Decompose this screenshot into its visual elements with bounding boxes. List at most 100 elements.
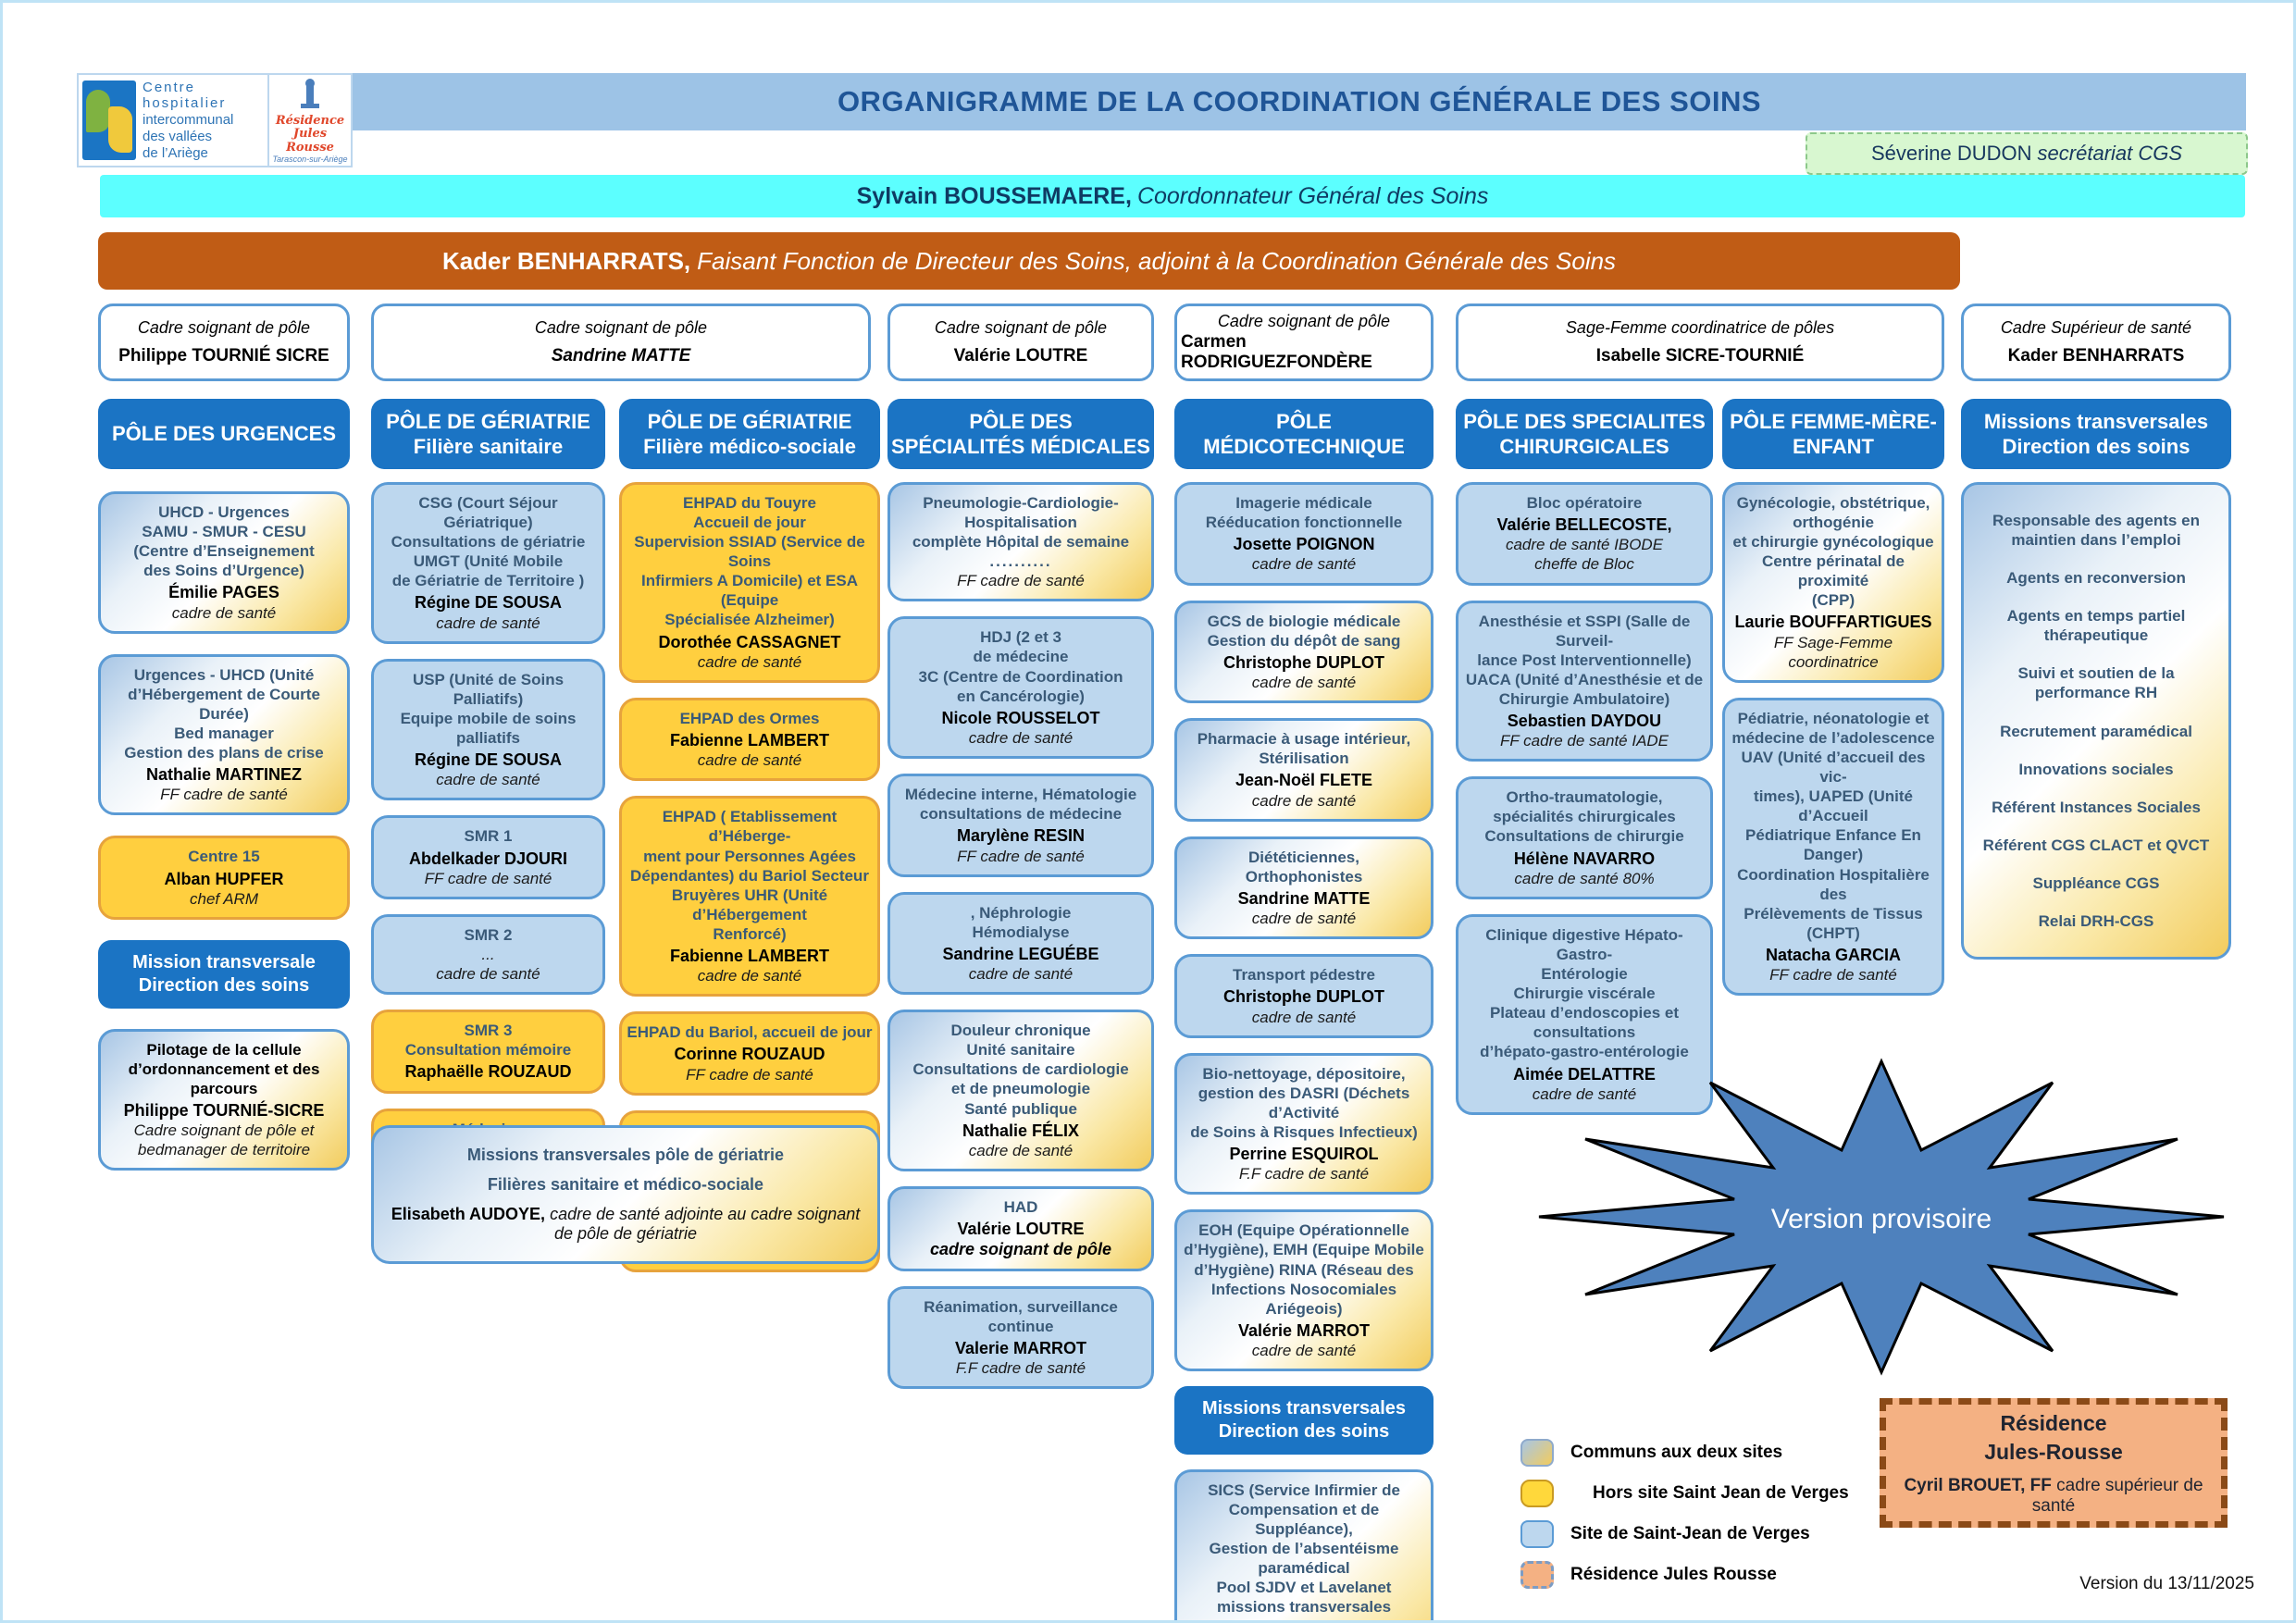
org-box-line: chef ARM bbox=[189, 889, 258, 908]
org-box-line: Centre périnatal de proximité bbox=[1762, 552, 1905, 590]
legend-label: Communs aux deux sites bbox=[1570, 1443, 1783, 1462]
org-box-line: Philippe TOURNIÉ-SICRE bbox=[123, 1100, 325, 1120]
secretariat-name: Séverine DUDON bbox=[1870, 142, 2032, 165]
org-box-line: Abdelkader DJOURI bbox=[408, 849, 568, 868]
pole-header-line: PÔLE DE GÉRIATRIE bbox=[647, 409, 852, 433]
org-box-line: Plateau d’endoscopies et consultations bbox=[1489, 1004, 1680, 1042]
org-box-line: Equipe mobile de soins palliatifs bbox=[400, 709, 577, 748]
org-box-line: d’Hygiène), EMH (Equipe Mobile bbox=[1184, 1241, 1424, 1259]
org-box: USP (Unité de Soins Palliatifs)Equipe mo… bbox=[371, 658, 605, 801]
org-box-line: cadre de santé bbox=[968, 729, 1074, 748]
org-box-line: Gestion des plans de crise bbox=[124, 744, 324, 762]
org-box-line: EHPAD du Bariol, accueil de jour bbox=[627, 1023, 873, 1042]
org-box-line: Jean-Noël FLETE bbox=[1235, 771, 1373, 790]
org-box-line: cadre de santé bbox=[1251, 1008, 1357, 1026]
org-box-line: Christophe DUPLOT bbox=[1223, 652, 1384, 672]
pole-header-line: PÔLE DES SPECIALITES bbox=[1463, 409, 1706, 433]
org-box-line: FF cadre de santé bbox=[1769, 966, 1897, 985]
org-box-line: CSG (Court Séjour Gériatrique) bbox=[418, 494, 558, 532]
org-box-line: Consultations de gériatrie bbox=[391, 533, 586, 551]
org-box-line: en Cancérologie) bbox=[957, 687, 1085, 705]
version-star: Version provisoire bbox=[1530, 1058, 2233, 1381]
org-box-line: Consultation mémoire bbox=[404, 1041, 572, 1059]
legend-item: Site de Saint-Jean de Verges bbox=[1520, 1520, 1810, 1548]
cadre-label: Cadre soignant de pôle bbox=[1217, 311, 1391, 330]
org-box: EHPAD ( Etablissement d’Héberge-ment pou… bbox=[619, 796, 880, 997]
org-box-line: Urgences - UHCD (Unité bbox=[133, 665, 315, 684]
pole-header-line: PÔLE MÉDICOTECHNIQUE bbox=[1203, 409, 1405, 459]
org-box-line: Émilie PAGES bbox=[168, 583, 279, 602]
org-box-line: FF cadre de santé bbox=[686, 1065, 813, 1084]
org-box-line: gestion des DASRI (Déchets d’Activité bbox=[1198, 1084, 1410, 1121]
page-title-text: ORGANIGRAMME DE LA COORDINATION GÉNÉRALE… bbox=[837, 85, 1762, 118]
org-box-line: Référent CGS CLACT et QVCT bbox=[1982, 836, 2210, 854]
column-2: CSG (Court Séjour Gériatrique)Consultati… bbox=[371, 482, 605, 1226]
geriatrie-missions-person: Elisabeth AUDOYE, cadre de santé adjoint… bbox=[381, 1205, 870, 1244]
org-box-line: Anesthésie et SSPI (Salle de Surveil- bbox=[1478, 612, 1691, 650]
org-box-line: Infirmiers A Domicile) et ESA (Equipe bbox=[641, 572, 858, 610]
org-box-line: Fabienne LAMBERT bbox=[669, 946, 829, 965]
org-box-line: times), UAPED (Unité d’Accueil bbox=[1754, 787, 1913, 825]
adjoint-bar: Kader BENHARRATS, Faisant Fonction de Di… bbox=[98, 232, 1960, 290]
cadre-label: Cadre soignant de pôle bbox=[534, 318, 708, 337]
org-box-line: d’Hygiène) RINA (Réseau des bbox=[1194, 1260, 1414, 1279]
cadre-name: Isabelle SICRE-TOURNIÉ bbox=[1595, 346, 1805, 365]
org-box-line: GCS de biologie médicale bbox=[1207, 612, 1401, 630]
legend-swatch-icon bbox=[1520, 1439, 1554, 1467]
org-box-line: cheffe de Bloc bbox=[1534, 555, 1634, 574]
org-box-line: cadre de santé bbox=[1251, 674, 1357, 692]
org-box-line: missions transversales bbox=[1216, 1598, 1392, 1617]
legend-item: Hors site Saint Jean de Verges bbox=[1520, 1480, 1849, 1507]
cadre-name: Philippe TOURNIÉ SICRE bbox=[118, 346, 329, 365]
org-box-line: Sandrine MATTE bbox=[1237, 888, 1371, 908]
geriatrie-missions-role: cadre de santé adjointe au cadre soignan… bbox=[545, 1205, 861, 1243]
org-box-line: cadre de santé bbox=[1251, 1342, 1357, 1360]
org-box-line: Chirurgie Ambulatoire) bbox=[1498, 689, 1670, 708]
org-box-line: Coordination Hospitalière des bbox=[1737, 865, 1930, 903]
org-box-line: USP (Unité de Soins Palliatifs) bbox=[412, 670, 565, 708]
pole-header-line: PÔLE FEMME-MÈRE-ENFANT bbox=[1730, 409, 1937, 459]
logo-line: des vallées bbox=[143, 128, 213, 144]
org-box-line: Clinique digestive Hépato-Gastro- bbox=[1485, 925, 1683, 964]
org-box-line: Marylène RESIN bbox=[956, 826, 1086, 846]
org-box: Ortho-traumatologie,spécialités chirurgi… bbox=[1456, 776, 1713, 899]
org-box-line: complète Hôpital de semaine bbox=[912, 533, 1130, 551]
org-box-line: FF cadre de santé bbox=[424, 869, 552, 887]
org-box-line: Pharmacie à usage intérieur, bbox=[1197, 730, 1411, 749]
org-box-line: HDJ (2 et 3 bbox=[980, 628, 1061, 647]
org-box-line: FF Sage-Femme coordinatrice bbox=[1773, 633, 1893, 671]
org-box-line: UACA (Unité d’Anesthésie et de bbox=[1465, 670, 1704, 688]
org-box-line: de médecine bbox=[973, 648, 1069, 666]
org-box-line: Responsable des agents en maintien dans … bbox=[1992, 512, 2200, 550]
secretariat-box: Séverine DUDON secrétariat CGS bbox=[1806, 132, 2248, 175]
org-box-line: cadre de santé bbox=[968, 965, 1074, 984]
org-box-line: Gestion du dépôt de sang bbox=[1207, 631, 1401, 650]
legend-label: Site de Saint-Jean de Verges bbox=[1570, 1524, 1810, 1543]
org-box-line: Agents en temps partiel thérapeutique bbox=[2006, 607, 2186, 645]
org-box-line: Gestion de l’absentéisme bbox=[1209, 1539, 1399, 1557]
org-box-line: cadre soignant de pôle bbox=[929, 1240, 1112, 1259]
org-box-line: Relai DRH-CGS bbox=[2038, 911, 2154, 930]
tower-icon bbox=[301, 79, 319, 108]
cadre-label: Cadre Supérieur de santé bbox=[2000, 318, 2192, 337]
org-box-line: EHPAD ( Etablissement d’Héberge- bbox=[662, 808, 838, 846]
pole-header-line: PÔLE DE GÉRIATRIE bbox=[386, 409, 590, 433]
org-box-line: cadre de santé bbox=[436, 613, 540, 632]
org-box-line: cadre de santé bbox=[697, 967, 802, 985]
org-box-line: Bio-nettoyage, dépositoire, bbox=[1202, 1064, 1406, 1083]
logo-line: intercommunal bbox=[143, 112, 234, 129]
version-text: Version du 13/11/2025 bbox=[2079, 1574, 2254, 1593]
org-box-line: Dépendantes) du Bariol Secteur bbox=[630, 866, 869, 885]
